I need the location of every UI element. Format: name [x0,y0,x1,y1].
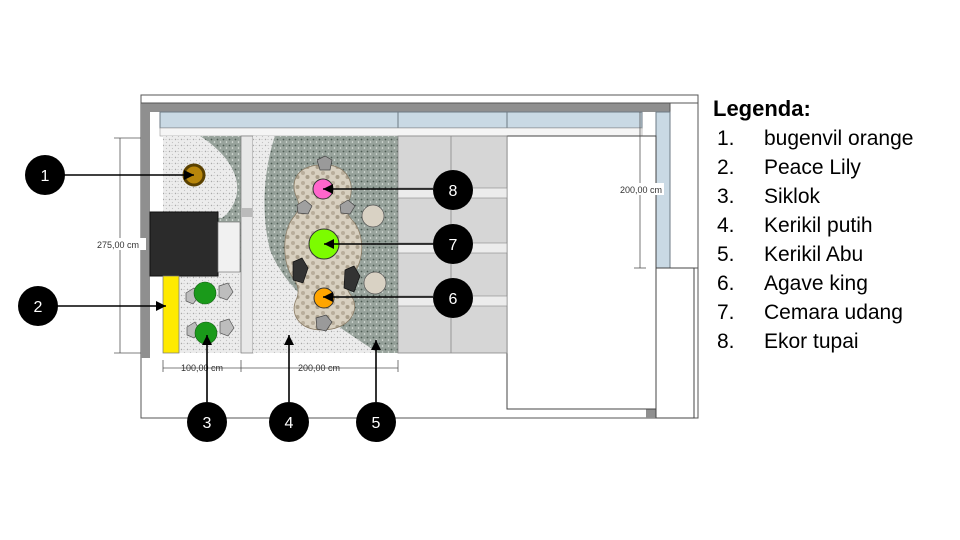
legend-item-number: 4. [717,214,735,237]
svg-text:1: 1 [41,168,50,185]
agave-king-plant [313,287,335,309]
legend-item: 5. Kerikil Abu [713,240,913,269]
callout-1: 1 [25,155,65,195]
legend-item: 1. bugenvil orange [713,124,913,153]
legend-item-label: bugenvil orange [764,127,914,150]
legend-item-label: Cemara udang [764,301,903,324]
svg-text:5: 5 [372,415,381,432]
bench [149,211,219,277]
callout-3: 3 [187,402,227,442]
svg-text:6: 6 [449,291,458,308]
legend-item-label: Kerikil putih [764,214,873,237]
legend-item: 6. Agave king [713,269,913,298]
callout-2: 2 [18,286,58,326]
stones [185,155,387,339]
callout-6: 6 [433,278,473,318]
legend-list: 1.bugenvil orange 2.Peace Lily 3.Siklok … [713,124,913,356]
dimension-label-width-center: 200,00 cm [298,363,340,373]
callout-5: 5 [356,402,396,442]
window-top [159,111,643,129]
interior-room [506,135,657,410]
legend-item-label: Kerikil Abu [764,243,864,266]
callout-7: 7 [433,224,473,264]
legend-item: 8. Ekor tupai [713,327,913,356]
legend-title: Legenda: [713,96,811,121]
callout-8: 8 [433,170,473,210]
legend-item-number: 1. [717,127,735,150]
legend-item: 4. Kerikil putih [713,211,913,240]
dimension-label-height-left: 275,00 cm [97,240,139,250]
legend-item-number: 3. [717,185,735,208]
legend-item: 3. Siklok [713,182,913,211]
dimension-label-height-right: 200,00 cm [620,185,662,195]
svg-text:3: 3 [203,415,212,432]
legend-item-label: Siklok [764,185,821,208]
legend-item: 7. Cemara udang [713,298,913,327]
legend-item: 2. Peace Lily [713,153,913,182]
svg-text:7: 7 [449,237,458,254]
legend-item-label: Ekor tupai [764,330,859,353]
callout-leaders [57,174,433,402]
legend: Legenda: 1.bugenvil orange 2.Peace Lily … [713,96,913,356]
legend-item-number: 8. [717,330,735,353]
legend-item-number: 6. [717,272,735,295]
svg-text:2: 2 [34,299,43,316]
legend-item-number: 2. [717,156,735,179]
legend-item-number: 7. [717,301,735,324]
dimension-label-width-left: 100,00 cm [181,363,223,373]
legend-item-label: Peace Lily [764,156,861,179]
svg-text:4: 4 [285,415,294,432]
peace-lily-bed [162,275,180,354]
siklok-plant [193,281,217,305]
callout-4: 4 [269,402,309,442]
callout-arrowheads [156,170,381,350]
legend-item-number: 5. [717,243,735,266]
svg-text:8: 8 [449,183,458,200]
legend-item-label: Agave king [764,272,868,295]
